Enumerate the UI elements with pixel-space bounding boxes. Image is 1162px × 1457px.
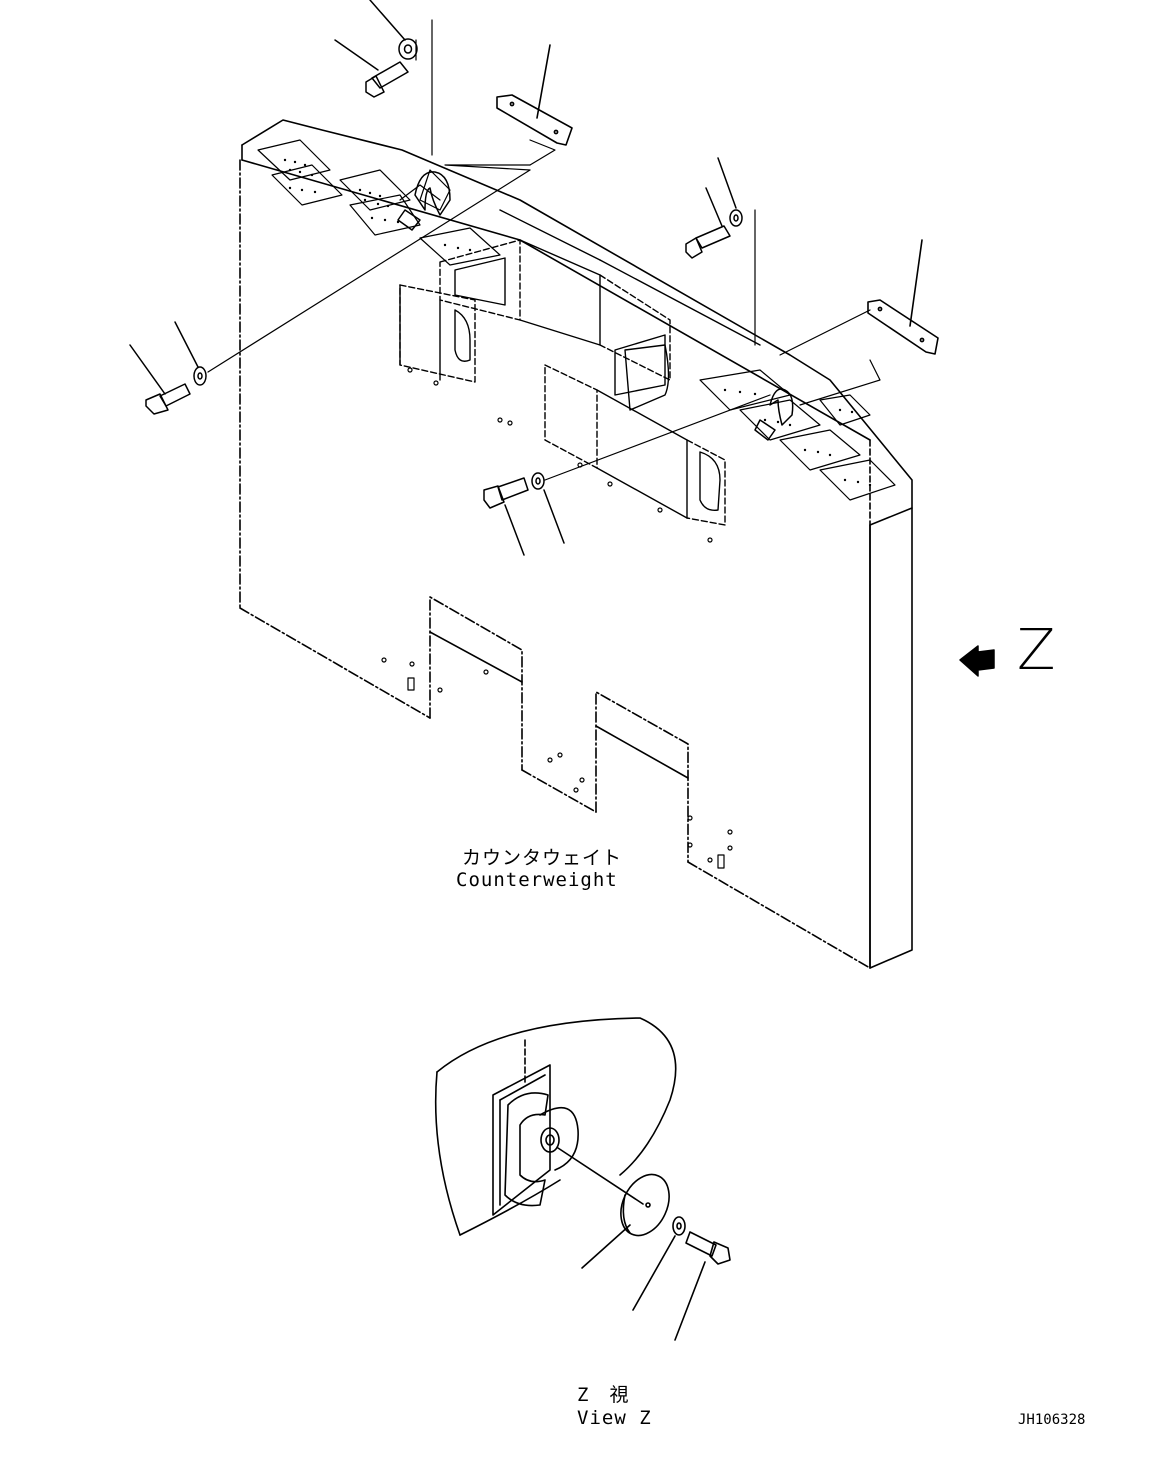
face-holes <box>381 367 733 869</box>
drawing-code: JH106328 <box>1018 1412 1086 1428</box>
deck-dot-texture <box>283 158 872 487</box>
assembly-leaders <box>207 19 881 481</box>
bolt-center <box>483 477 529 556</box>
counterweight-label-jp: カウンタウェイト <box>462 847 623 869</box>
lifting-eye-right <box>754 388 794 441</box>
lifting-eye-left <box>397 171 451 231</box>
view-z-label-en: View Z <box>577 1407 652 1429</box>
washer-left <box>174 321 207 386</box>
view-z-arrow <box>959 645 995 677</box>
bracket-right <box>867 239 939 355</box>
view-z-label-jp: Z 視 <box>577 1384 630 1406</box>
upper-pockets <box>399 209 761 526</box>
washer-top <box>369 0 418 60</box>
bolt-top <box>334 39 409 98</box>
view-z-detail <box>434 1017 731 1341</box>
washer-mid-right <box>717 157 743 227</box>
top-deck-plates <box>257 139 896 501</box>
counterweight-body <box>239 119 913 969</box>
bolt-left <box>129 344 191 415</box>
bolt-mid-right <box>685 187 731 259</box>
counterweight-label-en: Counterweight <box>456 869 618 891</box>
bracket-left <box>496 44 573 146</box>
view-direction-letter: Z <box>1017 618 1056 683</box>
washer-center <box>531 472 565 544</box>
